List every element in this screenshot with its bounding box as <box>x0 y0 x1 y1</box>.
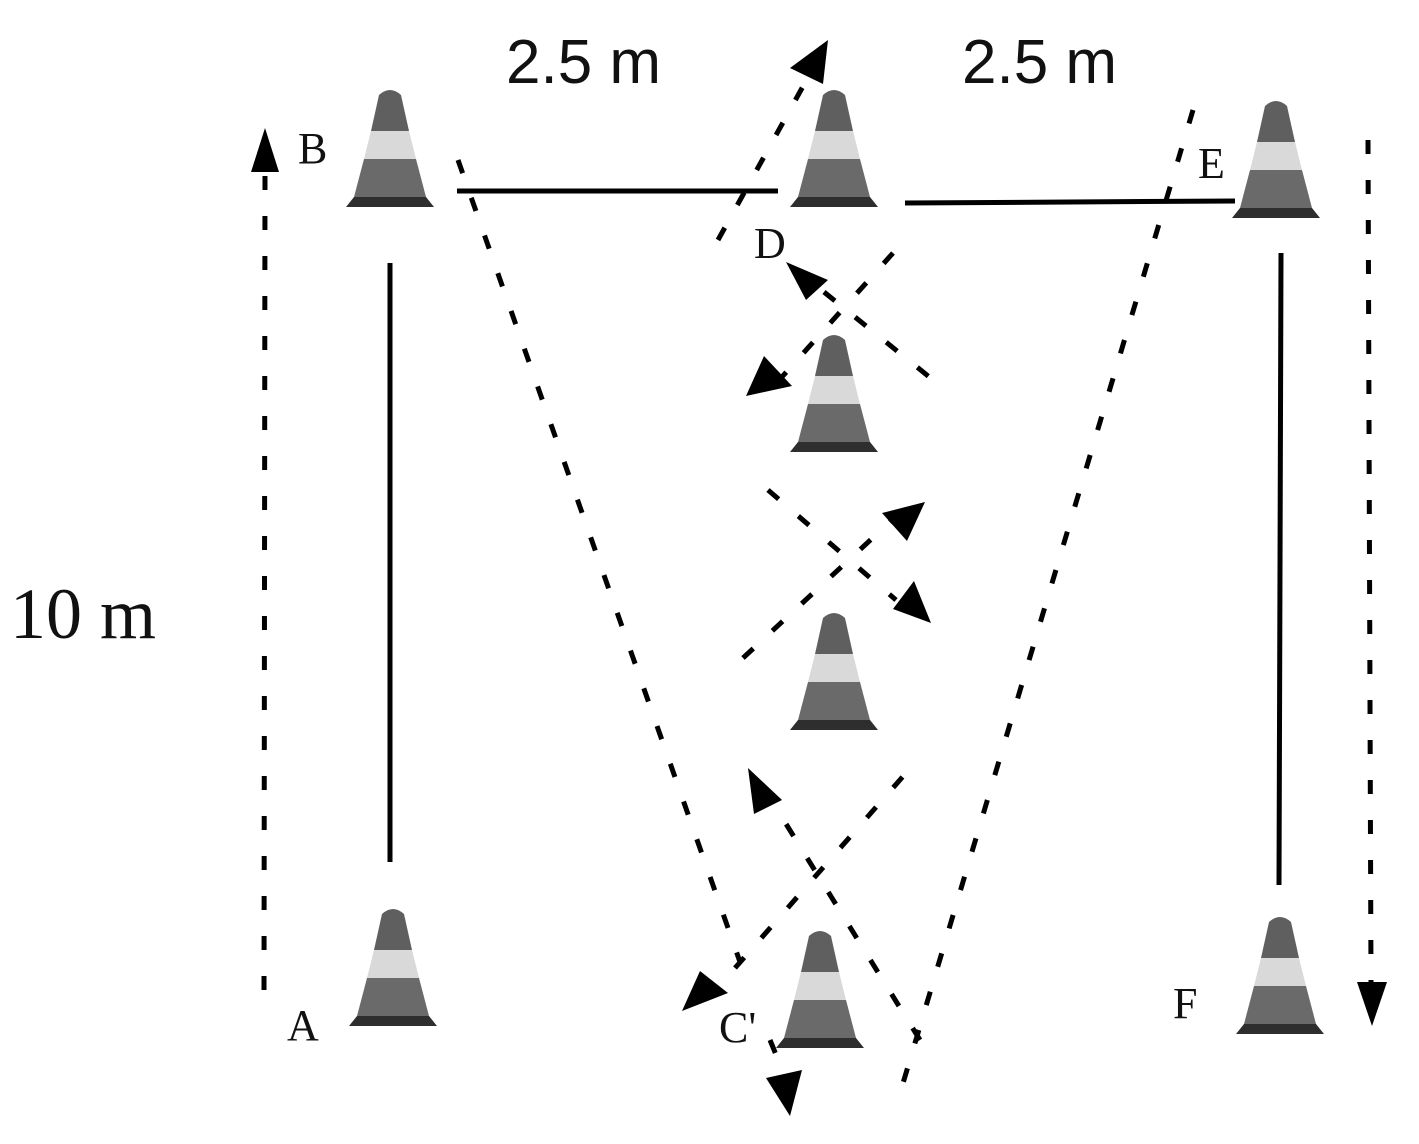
dimension-top-left: 2.5 m <box>506 28 661 97</box>
arrowhead-left-middle <box>746 356 792 396</box>
arrowhead-top <box>790 40 828 84</box>
path-e-to-bottom <box>895 109 1196 1101</box>
arrowhead-down-left <box>682 971 728 1011</box>
dimension-top-right: 2.5 m <box>962 28 1117 97</box>
path-c-bottom-up <box>762 788 923 1042</box>
path-d-diag <box>822 290 940 386</box>
cone-label-c: C' <box>719 1003 756 1052</box>
cone-upper-middle-icon <box>790 335 878 452</box>
arrowhead-up-left <box>251 128 279 172</box>
cone-label-e: E <box>1198 139 1225 188</box>
cone-label-f: F <box>1173 979 1197 1028</box>
cone-a-icon <box>349 909 437 1026</box>
arrowhead-up-left-lower <box>748 768 782 814</box>
arrowhead-down-right <box>1357 982 1387 1026</box>
cone-lower-middle-icon <box>790 613 878 730</box>
path-middle-cross-up <box>741 518 894 660</box>
path-c-to-middle <box>733 763 915 970</box>
line-e-f <box>1276 252 1284 886</box>
cone-label-b: B <box>298 124 327 173</box>
cone-f-icon <box>1236 917 1324 1034</box>
cone-label-d: D <box>754 219 786 268</box>
cone-d-icon <box>790 90 878 207</box>
path-e-to-f <box>1365 139 1374 983</box>
path-middle-cross-down <box>766 488 898 602</box>
line-d-e <box>904 198 1236 206</box>
arrowhead-down-right-middle <box>893 581 931 623</box>
cone-e-icon <box>1232 101 1320 218</box>
arrowhead-up-right <box>882 502 925 541</box>
cone-b-icon <box>346 90 434 207</box>
cone-c-icon <box>776 931 864 1048</box>
path-up-to-d <box>779 251 895 380</box>
path-to-top <box>715 68 815 242</box>
dimension-height: 10 m <box>10 574 156 654</box>
arrowhead-bottom <box>766 1070 802 1116</box>
arrowhead-d <box>786 262 828 300</box>
path-b-to-c <box>455 159 743 963</box>
path-a-to-b <box>261 174 268 991</box>
path-c-down <box>767 1039 791 1085</box>
cone-label-a: A <box>287 1001 319 1050</box>
